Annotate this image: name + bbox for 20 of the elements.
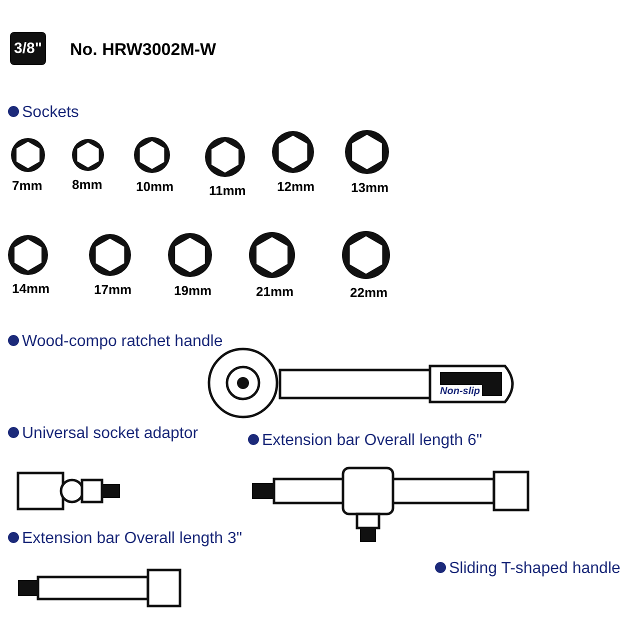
section-heading: Wood-compo ratchet handle xyxy=(8,333,223,351)
size-label: 8mm xyxy=(72,177,102,192)
size-label: 12mm xyxy=(277,179,315,194)
section-heading: Extension bar Overall length 6" xyxy=(248,432,482,450)
section-heading: Universal socket adaptor xyxy=(8,425,198,443)
grip-label: Non-slip xyxy=(438,385,482,398)
size-badge: 3/8" xyxy=(10,32,46,65)
size-label: 14mm xyxy=(12,281,50,296)
size-label: 13mm xyxy=(351,180,389,195)
section-heading: Extension bar Overall length 3" xyxy=(8,530,242,548)
size-label: 7mm xyxy=(12,178,42,193)
size-label: 17mm xyxy=(94,282,132,297)
model-number: No. HRW3002M-W xyxy=(70,40,216,60)
size-label: 22mm xyxy=(350,285,388,300)
size-label: 21mm xyxy=(256,284,294,299)
section-heading: Sliding T-shaped handle xyxy=(435,560,620,578)
size-label: 11mm xyxy=(209,183,246,198)
section-heading: Sockets xyxy=(8,104,79,122)
size-label: 10mm xyxy=(136,179,174,194)
size-label: 19mm xyxy=(174,283,212,298)
